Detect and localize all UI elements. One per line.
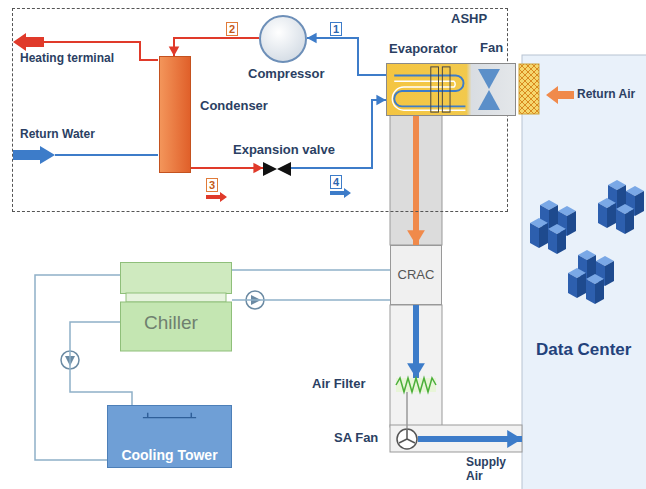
server-racks	[530, 180, 644, 304]
node-label: Expansion valve	[233, 143, 335, 158]
arrow-head	[407, 230, 425, 245]
callout-number: 2	[226, 22, 238, 36]
node-label: Air Filter	[312, 377, 365, 392]
node-label: Data Center	[536, 340, 631, 360]
callout-number: 4	[330, 175, 342, 189]
expansion-valve: Expansion valve	[263, 162, 291, 176]
arrow-head	[307, 33, 317, 44]
node-label: Compressor	[248, 67, 325, 82]
flow-connector	[418, 430, 522, 448]
connector-line	[418, 436, 522, 442]
flow-connector	[407, 116, 425, 245]
air-filter: Air Filter	[396, 378, 436, 392]
node-label: Fan	[480, 41, 503, 56]
data-center-room: Data Center	[522, 55, 646, 489]
node-label: Chiller	[144, 312, 198, 334]
connector-line	[291, 100, 386, 168]
node-label: ASHP	[451, 12, 487, 27]
supply-fan: SA Fan	[396, 428, 418, 450]
crac-unit: CRAC	[390, 245, 442, 305]
pipe-label: Heating terminal	[20, 52, 114, 66]
flow-connector	[191, 163, 263, 174]
valve-symbol	[263, 162, 291, 176]
connector-line	[174, 38, 259, 56]
flow-arrow	[206, 192, 227, 202]
node-label: CRAC	[398, 268, 435, 283]
data-center-area	[522, 55, 646, 489]
fan-blades	[475, 63, 503, 116]
filter-mesh	[396, 378, 436, 392]
connector-line	[413, 116, 419, 245]
system-boundary: ASHPCompressorCondenserExpansion valveEv…	[12, 8, 508, 212]
air-label: Supply Air	[466, 456, 512, 484]
connector-line	[232, 269, 390, 271]
return-water-pipe	[13, 146, 158, 164]
callout-number: 1	[330, 22, 342, 36]
callout-number: 3	[206, 178, 218, 192]
flow-connector	[291, 95, 386, 168]
supply-duct	[390, 115, 442, 245]
chiller-body	[120, 262, 232, 352]
connector-line	[406, 392, 408, 428]
air-label: Return Air	[577, 88, 635, 102]
cooling-tower: Cooling Tower	[107, 405, 232, 468]
flow-connector	[407, 305, 425, 378]
node-label: SA Fan	[334, 431, 378, 446]
condenser-bar: Condenser	[159, 56, 191, 173]
connector-line	[232, 299, 390, 301]
arrow-head	[507, 430, 522, 448]
chiller-unit: Chiller	[120, 262, 232, 352]
fan-symbol: Fan	[475, 63, 503, 116]
flow-connector	[169, 38, 259, 56]
fan-wheel	[396, 428, 418, 450]
supply-duct	[390, 305, 442, 427]
flow-connector	[232, 300, 390, 301]
node-label: Evaporator	[389, 42, 458, 57]
supply-duct	[390, 425, 522, 452]
return-air-arrow	[546, 86, 574, 104]
flow-arrow	[330, 188, 351, 198]
compressor-circle: Compressor	[259, 15, 307, 63]
return-air-filter	[519, 64, 539, 114]
flow-connector	[407, 392, 408, 428]
pipe-label: Return Water	[20, 128, 95, 142]
flow-connector	[232, 270, 390, 271]
arrow-head	[253, 163, 263, 174]
connector-line	[191, 167, 263, 169]
node-label: Cooling Tower	[121, 447, 217, 463]
arrow-head	[376, 95, 386, 106]
node-label: Condenser	[200, 99, 268, 114]
arrow-head	[169, 46, 180, 56]
